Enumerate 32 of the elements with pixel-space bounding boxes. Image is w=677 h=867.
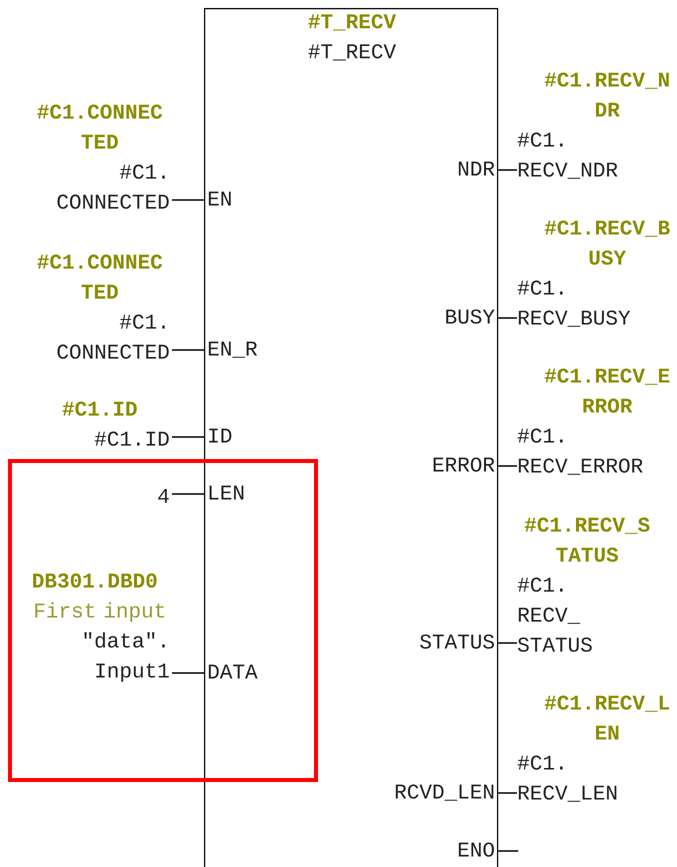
operand-label: 4 bbox=[158, 488, 169, 503]
pin-label: RCVD_LEN bbox=[396, 784, 494, 801]
wire bbox=[498, 792, 517, 794]
wire bbox=[498, 169, 517, 171]
wire bbox=[172, 436, 204, 438]
wire bbox=[498, 850, 518, 852]
operand-label: #C1.RECV_B USY #C1. RECV_BUSY bbox=[518, 220, 670, 327]
operand-label: DB301.DBD0 First input "data". Input1 bbox=[33, 573, 169, 682]
wire bbox=[498, 642, 517, 644]
operand-label: #C1.ID #C1.ID bbox=[62, 402, 169, 446]
operand-label: #C1.CONNEC TED #C1. CONNECTED bbox=[37, 104, 169, 209]
wire bbox=[172, 672, 204, 674]
wire bbox=[498, 317, 517, 319]
pin-label: EN_R bbox=[208, 342, 258, 358]
pin-label: ENO bbox=[458, 842, 494, 857]
pin-label: EN bbox=[208, 192, 231, 206]
pin-label: NDR bbox=[458, 162, 494, 176]
operand-label: #C1.RECV_S TATUS #C1. RECV_ STATUS bbox=[518, 518, 650, 652]
operand-label: #C1.RECV_N DR #C1. RECV_NDR bbox=[518, 72, 669, 179]
pin-label: LEN bbox=[210, 486, 244, 500]
pin-label: DATA bbox=[208, 664, 258, 678]
wire bbox=[172, 199, 204, 201]
operand-label: #C1.CONNEC TED #C1. CONNECTED bbox=[37, 254, 169, 359]
pin-label: ERROR bbox=[434, 457, 494, 472]
pin-label: STATUS bbox=[420, 634, 494, 649]
operand-label: #C1.RECV_E RROR #C1. RECV_ERROR bbox=[518, 368, 670, 475]
wire bbox=[172, 349, 204, 351]
wire bbox=[498, 465, 517, 467]
pin-label: BUSY bbox=[446, 309, 495, 324]
pin-label: ID bbox=[209, 428, 232, 442]
wire bbox=[172, 493, 204, 495]
operand-label: #C1.RECV_L EN #C1. RECV_LEN bbox=[518, 696, 670, 802]
